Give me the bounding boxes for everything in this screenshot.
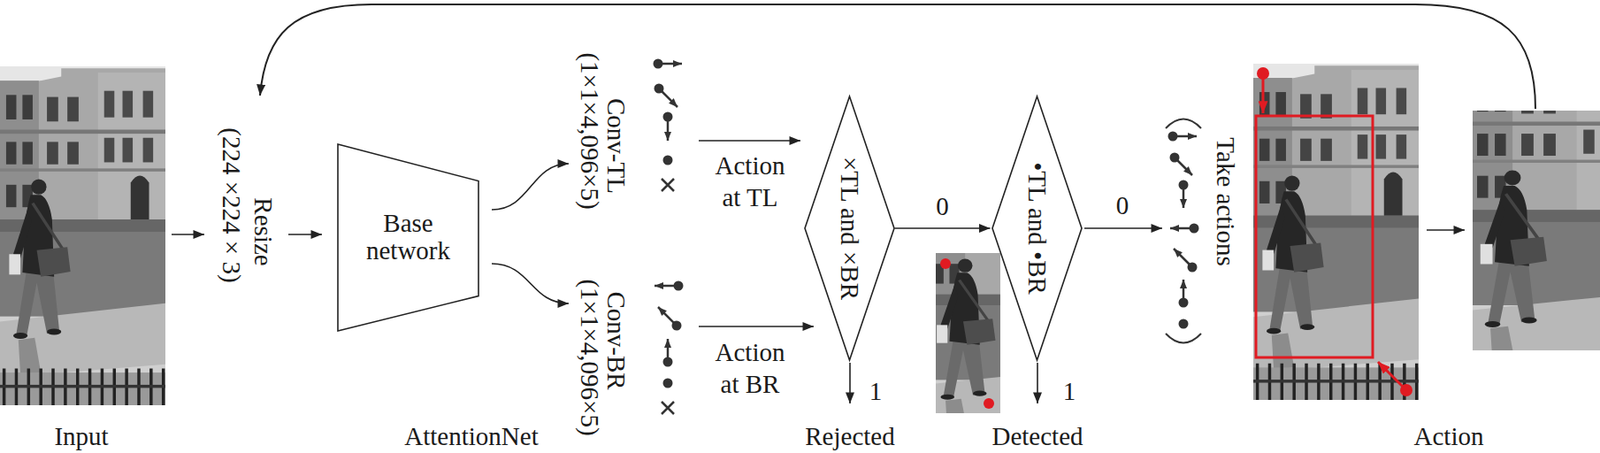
- taken-action-icons: [1173, 248, 1193, 268]
- action-box: [1377, 361, 1407, 391]
- network-trapezoid: Base network: [336, 143, 480, 332]
- network-trapezoid-shape: [337, 144, 479, 331]
- output-photo: [1469, 59, 1600, 392]
- taken-action-icons: [1174, 157, 1193, 176]
- text-label: 1: [869, 375, 883, 407]
- flow-arrow: [698, 325, 814, 328]
- flow-arrow: [698, 139, 801, 142]
- decision-diamond-shape: [992, 96, 1082, 360]
- flow-arrow: [1036, 362, 1039, 404]
- feedback-loop: [260, 4, 1536, 109]
- flow-arrow: [849, 362, 851, 404]
- rotated-label: (224 ×224 × 3): [215, 127, 248, 283]
- taken-action-icons: [1178, 319, 1189, 330]
- tl-action-icons: [666, 116, 670, 141]
- action-box: [1255, 67, 1413, 397]
- input-photo: [0, 66, 166, 406]
- rotated-label: Conv-BR: [600, 290, 633, 390]
- flow-arrow: [288, 233, 322, 236]
- br-action-icons: [661, 401, 674, 414]
- taken-action-icons: [1170, 227, 1195, 230]
- flow-connector: [895, 227, 991, 230]
- text-label: 1: [1063, 375, 1077, 407]
- edge-label: 0: [933, 191, 951, 223]
- tl-action-icons: [661, 178, 674, 192]
- action-photo: [1253, 63, 1419, 400]
- flow-arrow: [491, 163, 569, 210]
- taken-action-icons: [1182, 184, 1186, 208]
- decision-diamond: ×TL and ×BR: [803, 95, 896, 361]
- detected-photo: [940, 258, 951, 269]
- flow-arrow: [1426, 229, 1465, 231]
- taken-action-icons: [1172, 135, 1197, 138]
- text-label: 0: [1116, 189, 1130, 222]
- decision-diamond-shape: [804, 96, 895, 360]
- rotated-label: Conv-TL: [600, 98, 633, 194]
- tl-action-icons: [663, 155, 674, 166]
- text-label: Detected: [991, 420, 1083, 452]
- output-photo: [1469, 59, 1600, 392]
- feedback-loop: [260, 4, 1536, 109]
- br-action-icons: [663, 378, 674, 389]
- taken-action-icons: [1182, 279, 1186, 303]
- flow-arrow: [171, 140, 1465, 404]
- input-photo: [0, 66, 166, 406]
- taken-action-icons: [1165, 333, 1202, 344]
- rotated-label: (1×1×4,096×5): [574, 52, 606, 209]
- flow-arrow: [171, 233, 205, 236]
- rotated-label: (1×1×4,096×5): [574, 278, 606, 436]
- flow-arrow: [1084, 227, 1163, 230]
- tl-action-icons: [653, 59, 683, 192]
- br-action-icons: [654, 281, 684, 415]
- tl-action-icons: [658, 88, 678, 108]
- node-text: ×TL and ×BR: [834, 156, 864, 300]
- text-label: Action at TL: [705, 149, 795, 215]
- action-photo: [1253, 63, 1419, 400]
- text-label: Action at BR: [705, 336, 795, 401]
- flow-arrow: [491, 263, 569, 304]
- br-action-icons: [654, 284, 679, 288]
- taken-action-icons: [1165, 119, 1202, 344]
- taken-action-icons: [1165, 119, 1202, 130]
- text-label: Input: [53, 420, 108, 452]
- action-box: [1262, 73, 1265, 114]
- detected-photo: [983, 398, 995, 409]
- br-action-icons: [658, 306, 677, 326]
- text-label: Rejected: [804, 420, 895, 452]
- rotated-label: Resize: [247, 197, 280, 266]
- text-label: Action: [1414, 420, 1485, 452]
- text-label: AttentionNet: [404, 420, 538, 452]
- output-photo: [1469, 59, 1600, 392]
- rotated-label: Take actions: [1209, 137, 1242, 266]
- br-action-icons: [666, 338, 670, 362]
- decision-diamond: •TL and •BR: [991, 95, 1083, 361]
- tl-action-icons: [658, 62, 682, 66]
- node-text: •TL and •BR: [1022, 161, 1051, 295]
- action-box: [1255, 115, 1373, 358]
- node-text: Base network: [366, 209, 451, 267]
